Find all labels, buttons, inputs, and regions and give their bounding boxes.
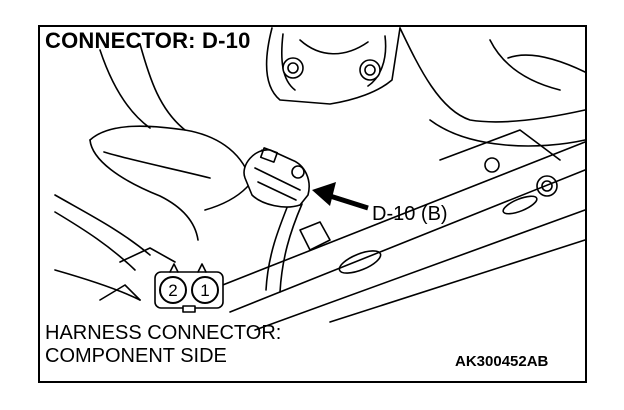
mounting-flange	[265, 27, 401, 105]
connector-title: CONNECTOR: D-10	[45, 28, 251, 53]
harness-label-line1: HARNESS CONNECTOR:	[45, 322, 282, 344]
figure-code: AK300452AB	[455, 353, 549, 370]
callout-arrow	[312, 182, 369, 211]
callout-label: D-10 (B)	[372, 203, 448, 225]
pin-1-circle	[191, 276, 219, 304]
engine-body	[399, 27, 586, 147]
pin-2-circle	[159, 276, 187, 304]
pin-2-label: 2	[168, 281, 177, 300]
bracket-arm	[89, 43, 263, 241]
figure-frame	[38, 25, 587, 383]
lower-structure	[54, 194, 176, 301]
d10-connector	[243, 147, 310, 208]
pin-1-label: 1	[200, 281, 209, 300]
harness-wire	[265, 199, 331, 293]
harness-label-line2: COMPONENT SIDE	[45, 345, 227, 367]
